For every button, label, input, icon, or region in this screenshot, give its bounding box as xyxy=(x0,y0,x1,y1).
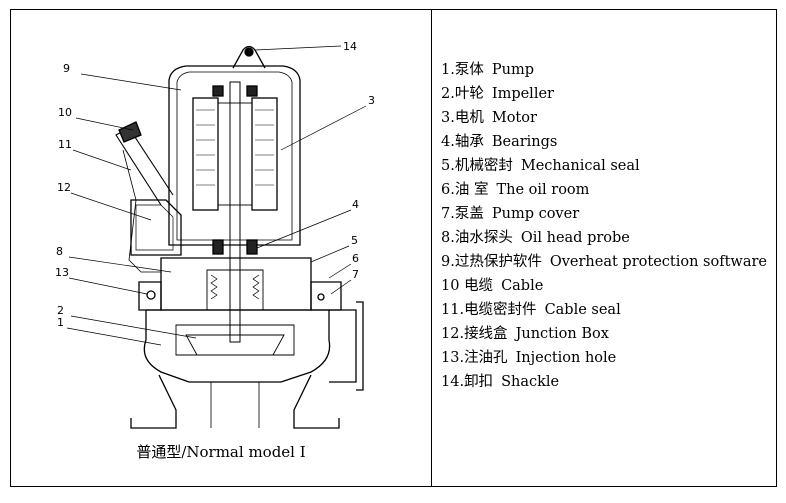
motor-housing xyxy=(168,65,301,246)
pump-diagram: 14 9 3 10 11 12 4 5 8 6 13 7 2 1 普通型/Nor… xyxy=(11,10,431,486)
shackle-shape xyxy=(232,45,266,69)
callout-7: 7 xyxy=(352,268,359,281)
column-divider xyxy=(431,9,432,487)
callout-1: 1 xyxy=(57,316,64,329)
callout-5: 5 xyxy=(351,234,358,247)
callout-13: 13 xyxy=(55,266,69,279)
callout-8: 8 xyxy=(56,245,63,258)
callout-3: 3 xyxy=(368,94,375,107)
callout-12: 12 xyxy=(57,181,71,194)
callout-2: 2 xyxy=(57,304,64,317)
diagram-caption: 普通型/Normal model I xyxy=(136,443,306,461)
callout-6: 6 xyxy=(352,252,359,265)
callout-9: 9 xyxy=(63,62,70,75)
callout-10: 10 xyxy=(58,106,72,119)
callout-4: 4 xyxy=(352,198,359,211)
pump-drawing: 14 9 3 10 11 12 4 5 8 6 13 7 2 1 xyxy=(55,40,375,429)
table-frame xyxy=(10,9,777,487)
callout-14: 14 xyxy=(343,40,357,53)
callout-11: 11 xyxy=(58,138,72,151)
